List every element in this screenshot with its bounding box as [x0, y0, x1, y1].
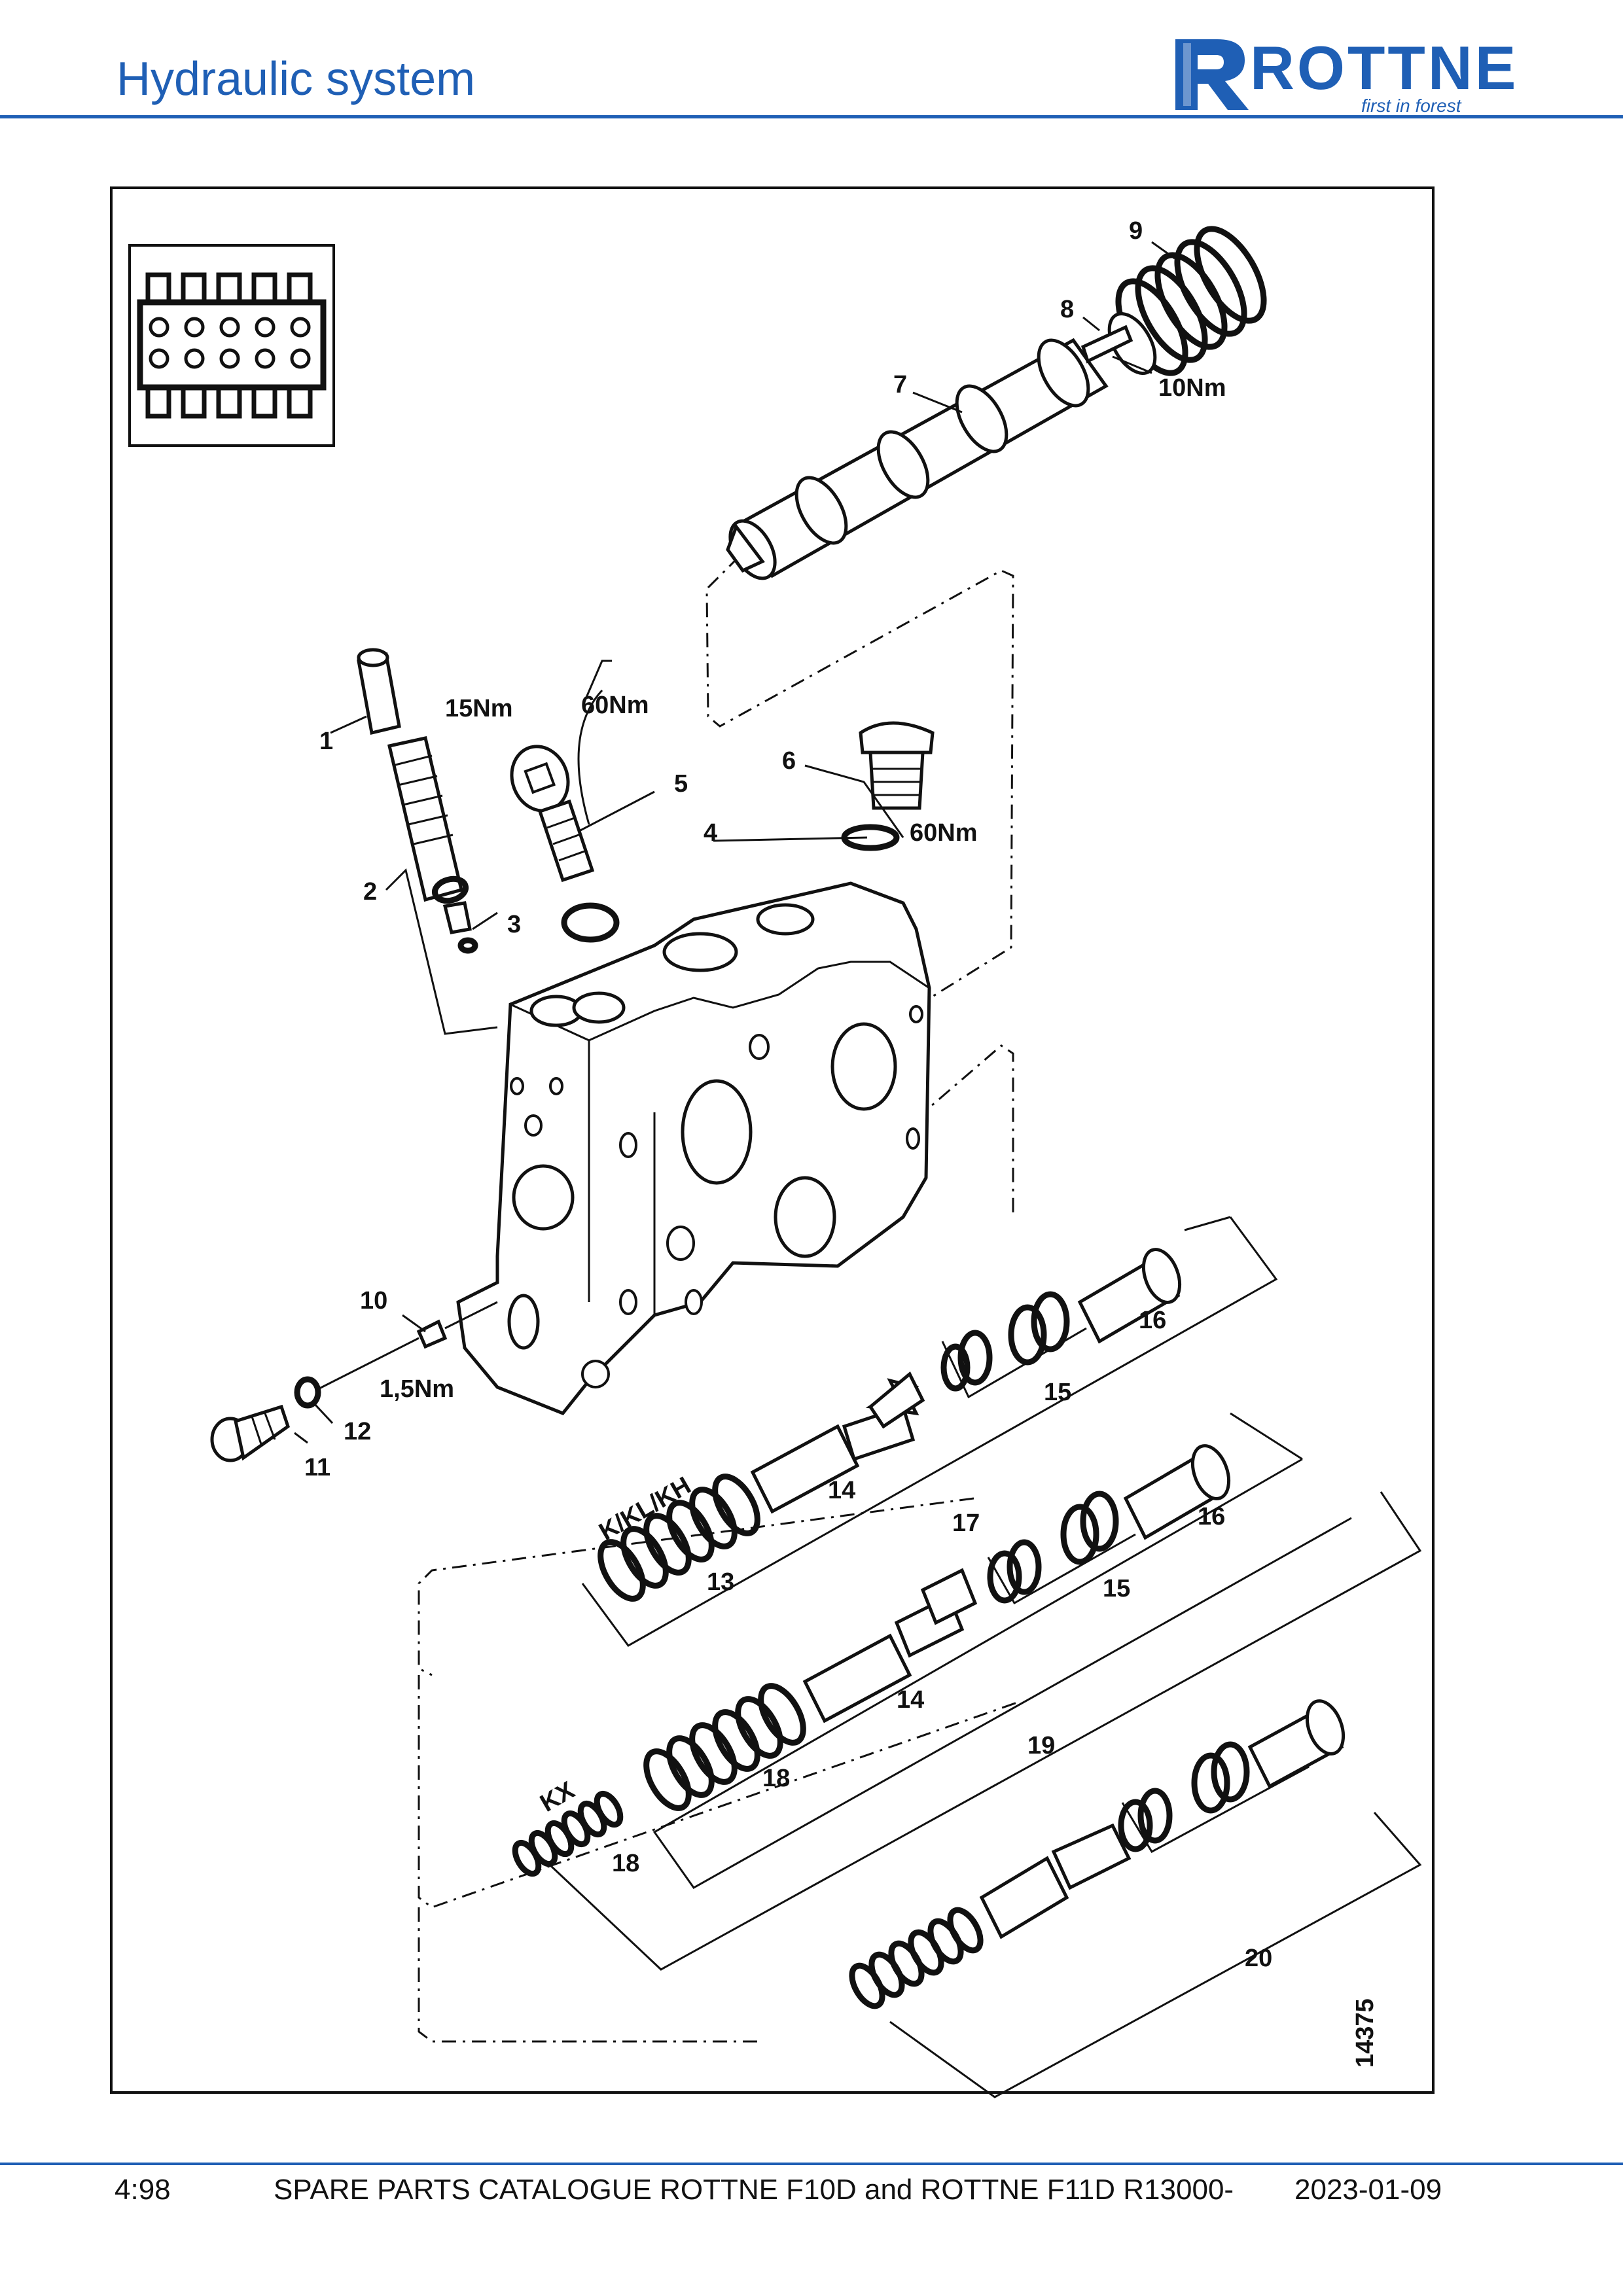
image-number: 14375: [1351, 1998, 1379, 2068]
plug-with-hex: [510, 745, 595, 883]
callout-18-kx: 18: [612, 1850, 639, 1877]
valve-section-body: [456, 881, 931, 1416]
callout-12: 12: [344, 1418, 371, 1445]
catalogue-title: SPARE PARTS CATALOGUE ROTTNE F10D and RO…: [274, 2174, 1234, 2206]
callout-9: 9: [1129, 217, 1143, 245]
callout-18: 18: [762, 1765, 790, 1792]
torque-60nm-plug: 60Nm: [581, 692, 649, 719]
assembly-guide-line: [418, 1497, 974, 1676]
torque-15nm: 15Nm: [445, 695, 513, 722]
rottne-logo: ROTTNE first in forest: [1171, 30, 1516, 116]
torque-10nm: 10Nm: [1158, 374, 1226, 402]
callout-7: 7: [893, 371, 907, 398]
port-relief-assembly-lower: [849, 1699, 1346, 2009]
callout-4: 4: [704, 819, 717, 847]
callout-16: 16: [1139, 1307, 1166, 1334]
callout-13: 13: [707, 1568, 734, 1596]
callout-10: 10: [360, 1287, 387, 1315]
nozzle: [416, 1319, 448, 1349]
page-number: 4:98: [115, 2174, 171, 2206]
diagram-frame: [110, 186, 1435, 2094]
assembly-guide-line: [418, 1675, 1022, 1909]
callout-15-lower: 15: [1103, 1575, 1130, 1602]
callout-1: 1: [319, 728, 333, 755]
spool-spring: [1080, 226, 1267, 376]
rottne-r-mark-icon: [1175, 39, 1249, 110]
socket-head-screw: [210, 1404, 290, 1462]
footer-divider: [0, 2163, 1623, 2165]
callout-11: 11: [304, 1454, 330, 1481]
header-divider: [0, 115, 1623, 118]
callout-14: 14: [828, 1477, 855, 1504]
torque-60nm-cap: 60Nm: [910, 819, 978, 847]
callout-5: 5: [674, 770, 688, 798]
o-ring: [561, 902, 620, 943]
port-relief-assembly-upper: [597, 1248, 1182, 1602]
callout-19: 19: [1027, 1732, 1055, 1759]
washer: [294, 1376, 321, 1409]
main-spool: [726, 338, 1109, 580]
callout-20: 20: [1245, 1945, 1272, 1972]
leader-lines: [294, 241, 1175, 1444]
callout-14-lower: 14: [897, 1686, 924, 1714]
logo-tagline: first in forest: [1361, 96, 1461, 116]
assembly-brackets: [548, 1216, 1422, 2098]
callout-8: 8: [1060, 296, 1074, 323]
valve-section-symbol: [128, 244, 335, 447]
port-relief-assembly-middle: [512, 1444, 1231, 1877]
callout-3: 3: [507, 911, 521, 938]
relief-valve-cartridge: [357, 648, 478, 954]
plug-cap: [859, 721, 935, 810]
assembly-guide-line: [705, 555, 1014, 1000]
logo-wordmark: ROTTNE: [1250, 33, 1519, 102]
page-title: Hydraulic system: [116, 53, 476, 105]
callout-2: 2: [363, 878, 377, 906]
assembly-guide-line: [418, 1907, 759, 2043]
callout-16-lower: 16: [1198, 1503, 1225, 1530]
torque-1-5nm: 1,5Nm: [380, 1375, 454, 1403]
assembly-guide-line: [916, 1044, 1014, 1217]
callout-17: 17: [952, 1510, 980, 1537]
callout-6: 6: [782, 747, 796, 775]
callout-15: 15: [1044, 1379, 1071, 1406]
catalogue-date: 2023-01-09: [1294, 2174, 1442, 2206]
